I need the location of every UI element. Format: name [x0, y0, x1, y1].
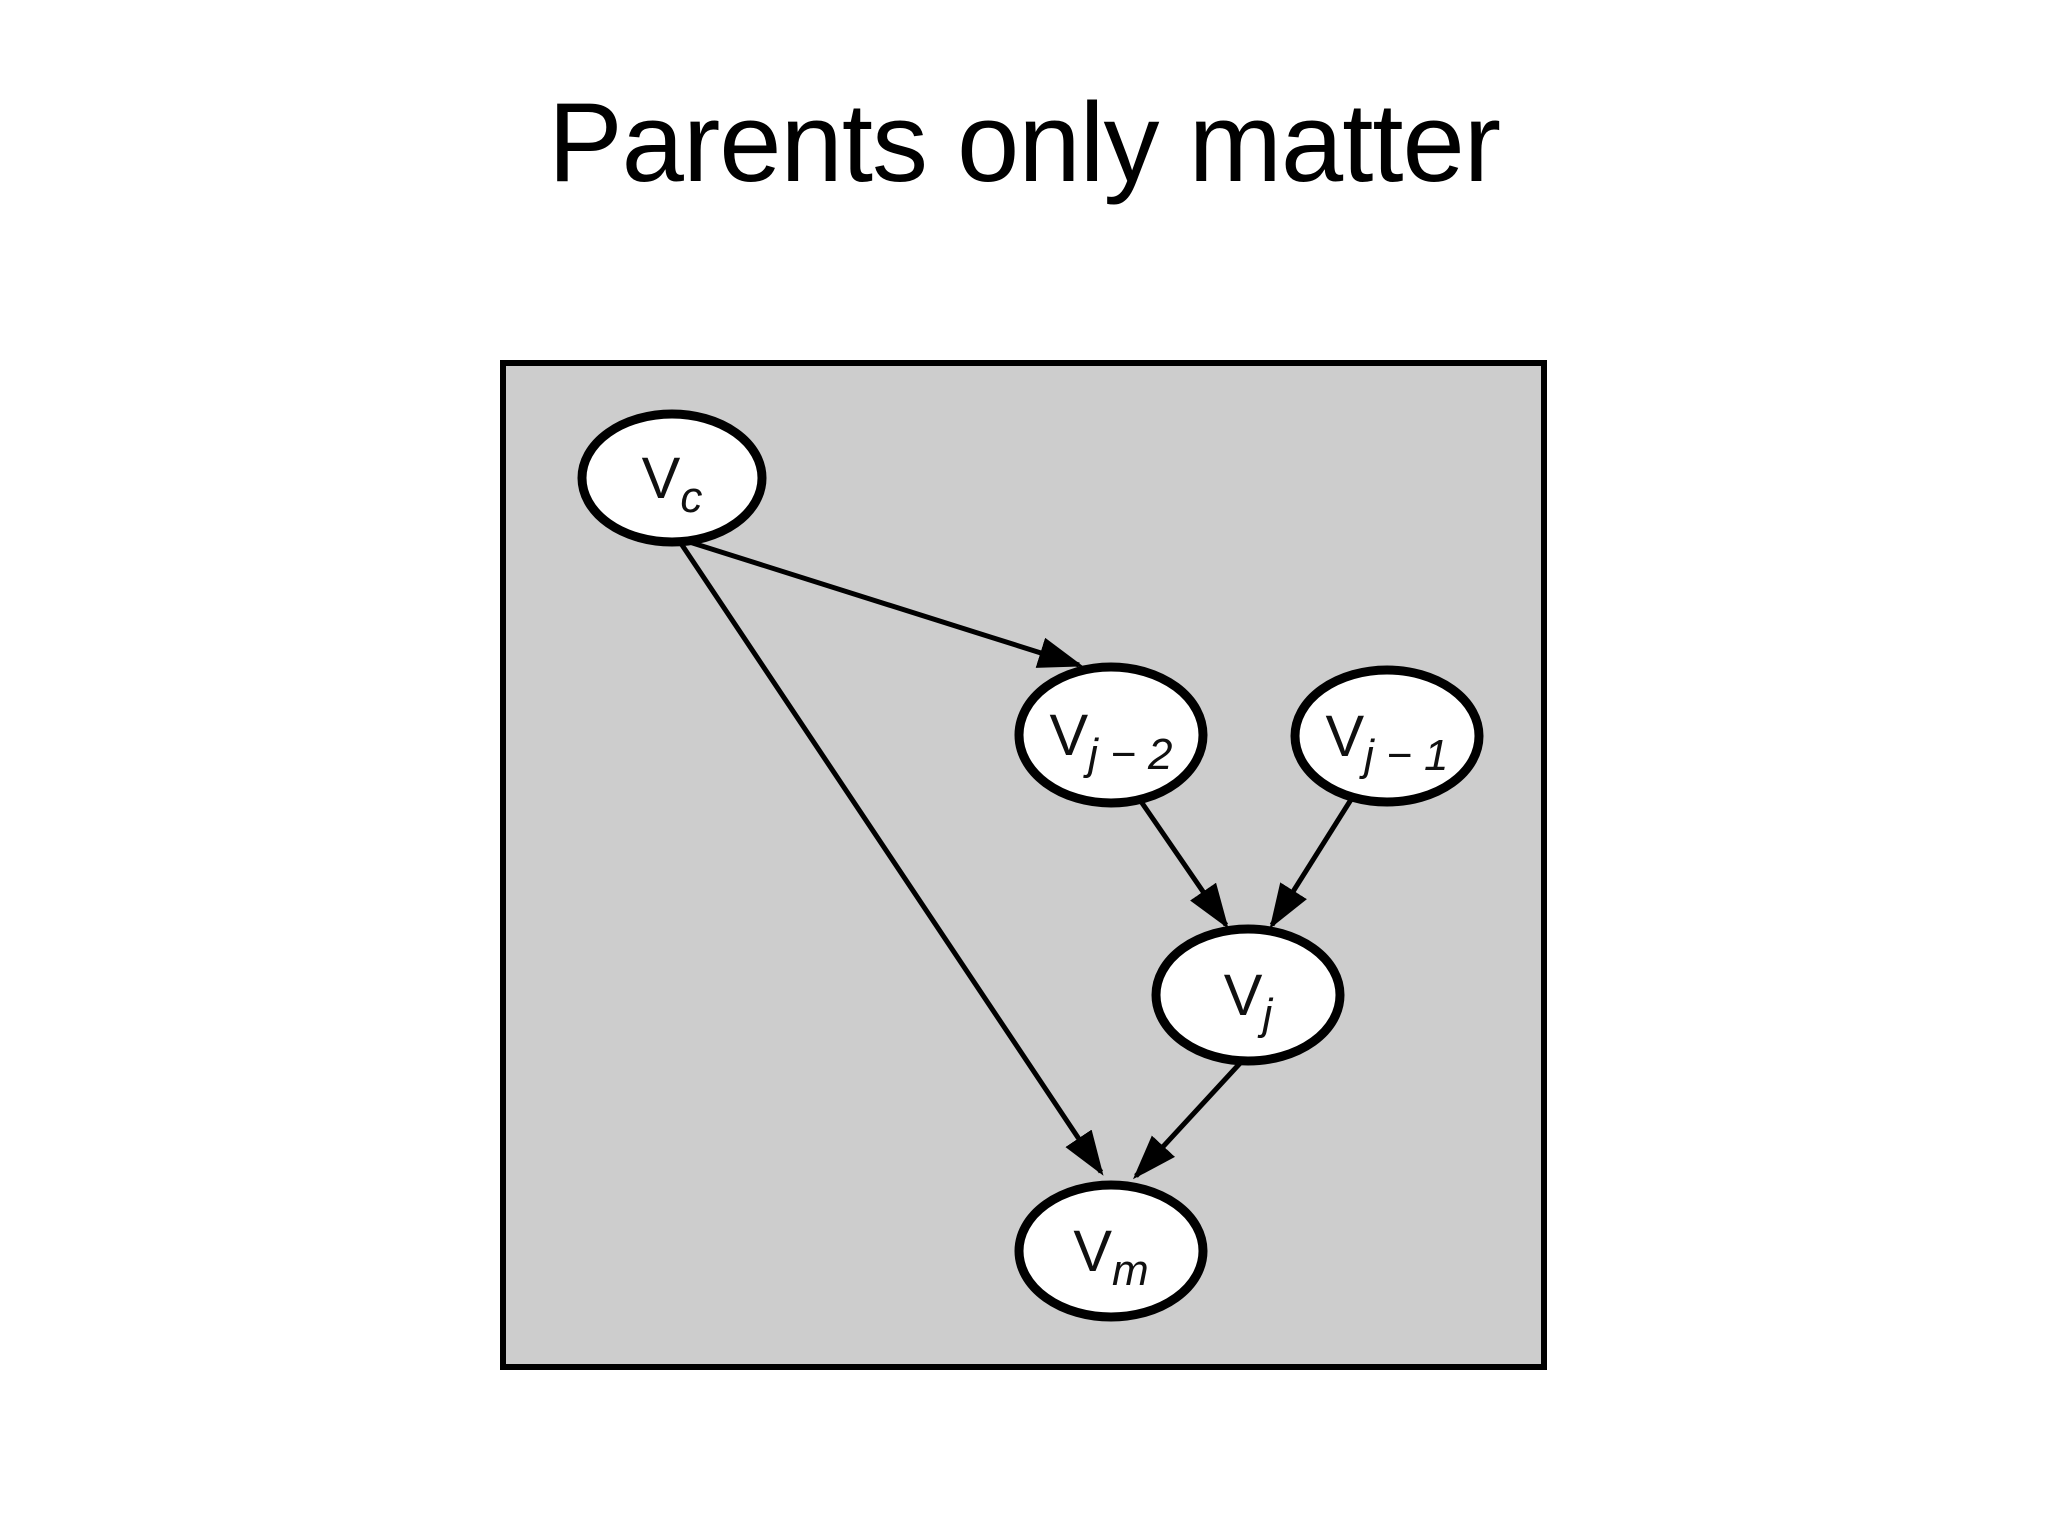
node-vj: Vj [1151, 924, 1345, 1066]
node-vj1-ellipse [1290, 665, 1484, 807]
node-vc-ellipse [577, 409, 767, 547]
node-vm-label: Vm [1073, 1219, 1148, 1295]
edge-vj-to-vm [1132, 1058, 1245, 1180]
node-vj2-ellipse [1014, 662, 1208, 808]
node-vj1-label: Vj − 1 [1325, 704, 1448, 780]
page-title: Parents only matter [547, 80, 1501, 205]
edge-vc-to-vj2 [682, 537, 1084, 668]
edge-vj1-to-vj [1269, 796, 1355, 929]
dag-diagram: Vc Vj − 2 Vj − 1 Vj Vm [500, 360, 1547, 1370]
node-vj1: Vj − 1 [1290, 665, 1484, 807]
node-vc: Vc [577, 409, 767, 547]
node-vc-label: Vc [642, 446, 703, 522]
node-vj-ellipse [1151, 924, 1345, 1066]
edge-vj2-to-vj [1137, 798, 1229, 929]
node-vj2-label: Vj − 2 [1049, 703, 1172, 779]
node-vj-label: Vj [1224, 963, 1274, 1039]
node-vm: Vm [1014, 1180, 1208, 1322]
node-vm-ellipse [1014, 1180, 1208, 1322]
edge-vc-to-vm [677, 540, 1104, 1176]
node-vj2: Vj − 2 [1014, 662, 1208, 808]
